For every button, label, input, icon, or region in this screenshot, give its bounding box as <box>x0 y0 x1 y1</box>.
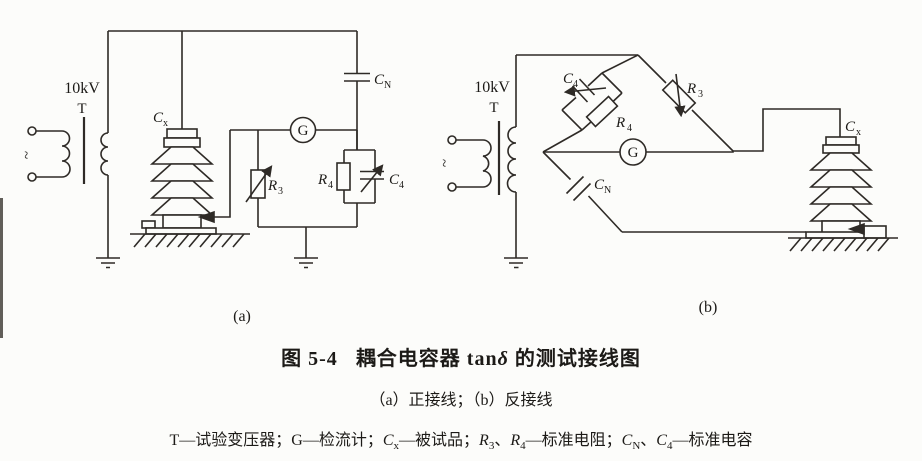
legend-cx-main: C <box>382 432 394 449</box>
legend-cx-sub: x <box>393 440 400 452</box>
c4-label-b: C <box>563 71 574 87</box>
sublabel-b: (b) <box>699 299 718 316</box>
ac-source-symbol-a: ~ <box>17 151 33 159</box>
transformer-label-a: T <box>77 101 86 117</box>
legend-cn-sub: N <box>632 440 641 452</box>
voltage-label-a: 10kV <box>64 80 100 97</box>
legend-pause2: 、 <box>640 432 657 449</box>
c4-r4-parallel-b-icon <box>542 54 639 153</box>
tap-wire-a <box>214 130 231 218</box>
r4-sub-a: 4 <box>328 180 333 191</box>
transformer-label-b: T <box>489 100 498 116</box>
circuit-a: ~ 10kV T C N <box>17 30 404 325</box>
legend-r3-sub: 3 <box>488 440 495 452</box>
wires-b <box>622 108 841 233</box>
voltage-label-b: 10kV <box>474 79 510 96</box>
bridge-bottom-a <box>258 226 357 269</box>
legend-device: —被试品； <box>399 432 480 449</box>
r4-sub-b: 4 <box>627 123 632 134</box>
figure-caption-legend: T—试验变压器；G—检流计；Cx—被试品；R3、R4—标准电阻；CN、C4—标准… <box>0 426 922 452</box>
galvanometer-label-b: G <box>628 145 639 161</box>
legend-pause1: 、 <box>494 432 511 449</box>
cx-sub-b: x <box>856 127 861 138</box>
r3-sub-a: 3 <box>278 186 283 197</box>
bushing-cx-b-icon <box>805 136 887 239</box>
legend-t-g: T—试验变压器；G—检流计； <box>169 432 383 449</box>
legend-r3-main: R <box>479 432 489 449</box>
title-pre-delta: 耦合电容器 tan <box>355 348 498 370</box>
ac-source-symbol-b: ~ <box>435 159 451 167</box>
r4-label-a: R <box>317 172 327 188</box>
sublabel-a: (a) <box>233 308 251 325</box>
resistor-r3-b-icon <box>637 54 734 152</box>
r4-c4-parallel-a-icon <box>336 130 384 227</box>
title-post-delta: 的测试接线图 <box>508 348 641 370</box>
legend-c4-sub: 4 <box>666 440 673 452</box>
legend-c4-main: C <box>656 432 667 449</box>
ground-hatch-a-icon <box>130 233 250 248</box>
cn-sub-b: N <box>604 185 611 196</box>
circuit-b: ~ 10kV T C 4 R <box>435 54 898 316</box>
circuit-diagrams: ~ 10kV T C N <box>17 30 898 325</box>
r3-label-b: R <box>686 81 696 97</box>
cn-sub-a: N <box>384 80 391 91</box>
cn-label-b: C <box>594 177 605 193</box>
c4-sub-a: 4 <box>399 180 404 191</box>
resistor-r3-a-icon <box>245 130 273 227</box>
cx-label-a: C <box>153 110 164 126</box>
legend-r4-main: R <box>510 432 521 449</box>
wires-a <box>108 30 358 129</box>
capacitor-cn-b-icon <box>542 151 623 233</box>
galvanometer-label-a: G <box>298 123 309 139</box>
figure-caption-subtitle: （a）正接线；（b）反接线 <box>369 392 553 409</box>
galvanometer-a-icon <box>230 116 357 144</box>
figure-number: 图 5-4 <box>281 348 338 370</box>
scan-edge-artifact <box>0 198 3 338</box>
title-delta: δ <box>497 348 509 370</box>
c4-sub-b: 4 <box>573 79 578 90</box>
legend-resistor: —标准电阻； <box>525 432 622 449</box>
ground-hatch-b-icon <box>788 237 898 252</box>
r4-label-b: R <box>615 115 625 131</box>
r3-sub-b: 3 <box>698 89 703 100</box>
transformer-b-icon <box>447 55 517 258</box>
cx-sub-a: x <box>163 118 168 129</box>
legend-r4-sub: 4 <box>520 440 526 452</box>
figure-caption-title: 图 5-4 耦合电容器 tanδ 的测试接线图 <box>0 342 922 371</box>
legend-cn-main: C <box>621 432 633 449</box>
ground-symbol-b-icon <box>504 257 528 269</box>
transformer-a-icon <box>27 31 109 258</box>
r3-label-a: R <box>267 178 277 194</box>
c4-label-a: C <box>389 172 400 188</box>
ground-symbol-a-left-icon <box>96 257 120 269</box>
cx-label-b: C <box>845 119 856 135</box>
cn-label-a: C <box>374 72 385 88</box>
bushing-cx-a-icon <box>141 128 217 235</box>
legend-capacitor: —标准电容 <box>672 432 753 449</box>
